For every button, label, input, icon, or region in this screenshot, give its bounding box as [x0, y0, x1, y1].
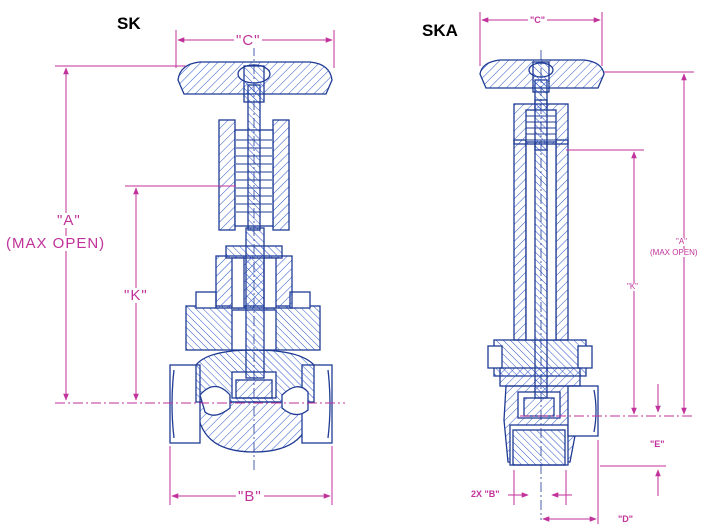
sk-valve — [169, 61, 333, 453]
ska-extension-right — [555, 139, 569, 341]
sk-left-end — [169, 364, 201, 444]
sk-max-open-label: (MAX OPEN) — [6, 235, 106, 252]
ska-dimensions — [479, 12, 694, 524]
ska-dim-d-label: "D" — [618, 514, 634, 524]
ska-valve — [479, 59, 605, 466]
sk-stem-lower — [245, 227, 265, 379]
sk-dim-c-label: "C" — [234, 32, 263, 49]
sk-dimensions — [55, 30, 345, 505]
ska-dim-a-label: "A" — [676, 237, 688, 246]
ska-dim-c-label: "C" — [528, 15, 548, 25]
ska-dim-e-label: "E" — [650, 439, 665, 449]
ska-title: SKA — [422, 21, 458, 40]
sk-dim-b-label: "B" — [236, 488, 264, 505]
sk-dim-a-label: "A" — [57, 212, 81, 229]
sk-packing-nut — [218, 119, 236, 231]
sk-title: SK — [117, 14, 141, 33]
ska-dim-k-label: "K" — [627, 282, 639, 291]
ska-max-open-label: (MAX OPEN) — [650, 248, 698, 257]
ska-extension-left — [513, 139, 527, 341]
sk-dim-k-label: "K" — [124, 287, 148, 304]
ska-dim-b-label: 2X "B" — [471, 489, 500, 499]
ska-side-outlet — [567, 385, 599, 437]
